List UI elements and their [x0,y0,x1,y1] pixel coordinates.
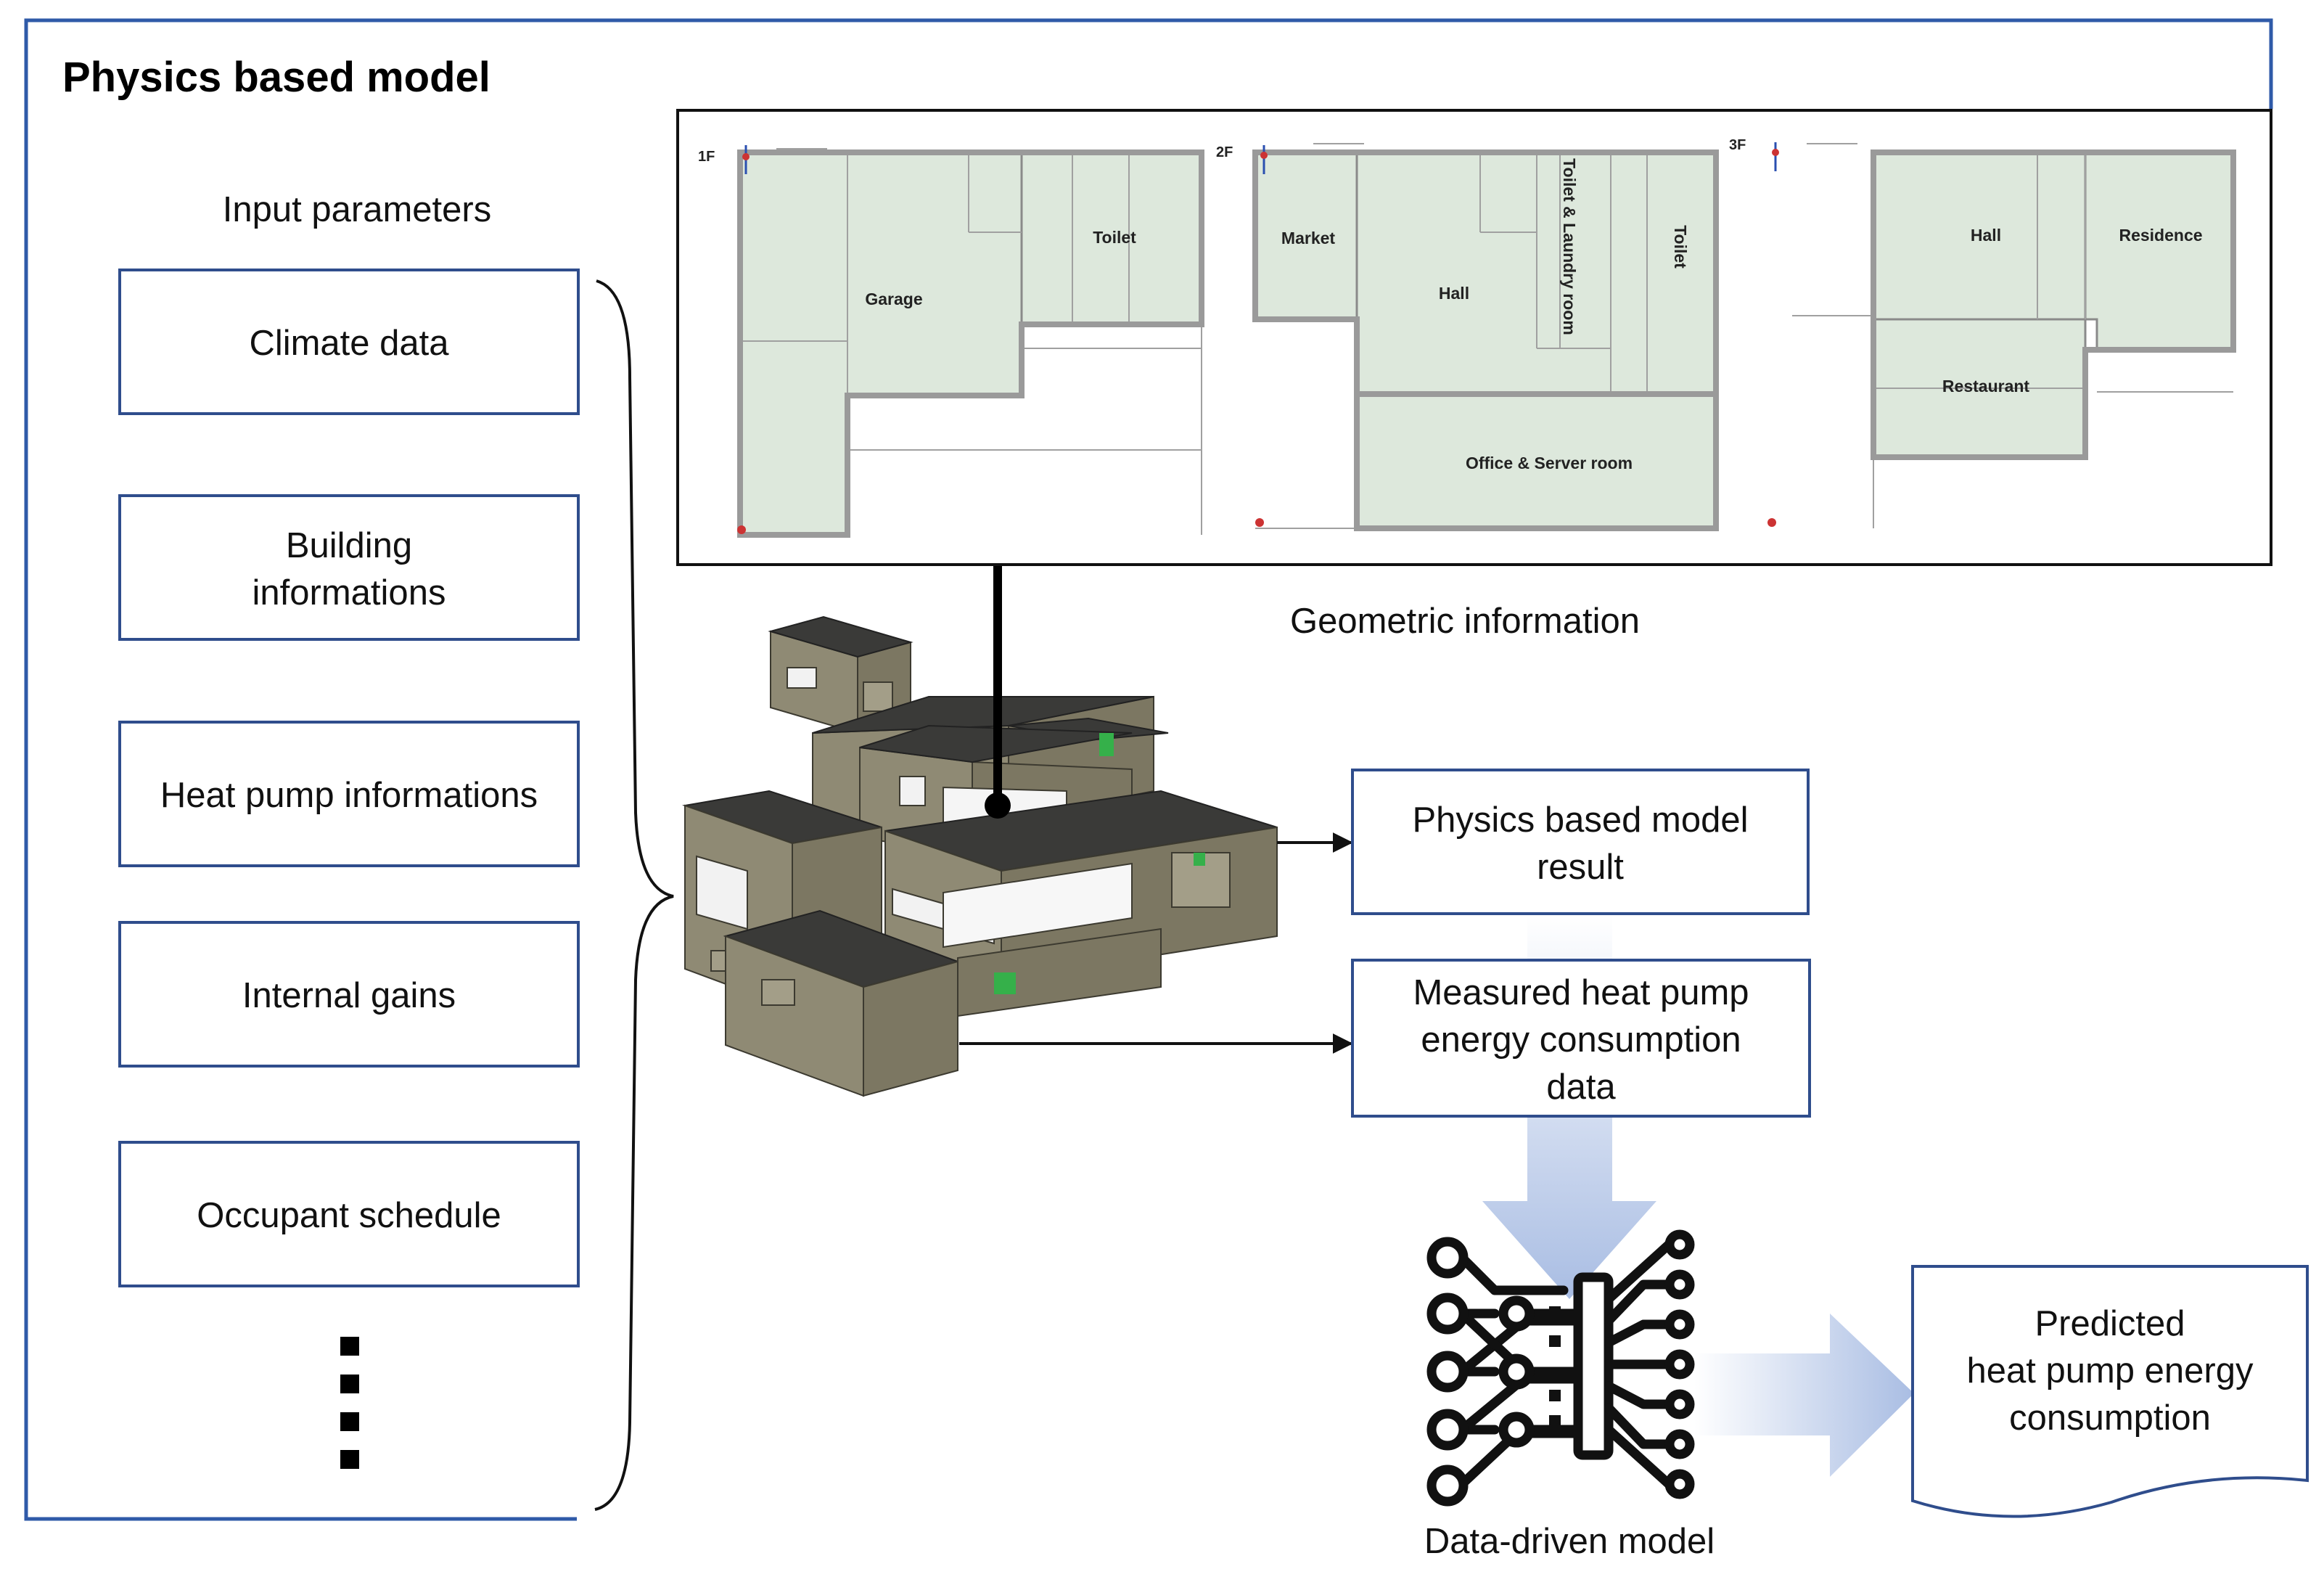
data-driven-model-label: Data-driven model [1424,1522,1715,1561]
input-label-building-1: Building [286,526,412,565]
input-label-internal-gains: Internal gains [242,976,456,1015]
room-market: Market [1281,229,1335,247]
neural-network-icon [1426,1229,1695,1507]
room-office-server: Office & Server room [1466,454,1633,472]
floor-label-2f: 2F [1216,144,1233,160]
measured-line-1: Measured heat pump [1413,973,1749,1012]
room-garage: Garage [865,290,922,308]
floor-plan-1f: 1F Garage Toilet [698,145,1204,538]
room-toilet-2f: Toilet [1671,225,1690,269]
room-residence: Residence [2119,226,2202,245]
measured-data-box: Measured heat pump energy consumption da… [1351,959,1811,1118]
physics-model-title: Physics based model [62,54,490,101]
input-box-occupant: Occupant schedule [118,1141,580,1287]
physics-result-line-1: Physics based model [1412,800,1748,840]
floor-label-3f: 3F [1729,137,1746,153]
input-label-heat-pump: Heat pump informations [160,776,538,815]
room-restaurant: Restaurant [1942,377,2029,396]
measured-line-3: data [1546,1068,1616,1107]
physics-result-line-2: result [1537,848,1624,887]
input-label-climate: Climate data [249,324,449,363]
input-brace [594,279,674,1511]
measured-line-2: energy consumption [1421,1020,1741,1060]
input-box-climate: Climate data [118,269,580,415]
right-gradient-arrow [1694,1314,1914,1477]
room-hall-3f: Hall [1971,226,2001,245]
floor-plan-3f: 3F Hall Residence Restaurant [1729,137,2236,528]
input-box-internal-gains: Internal gains [118,921,580,1068]
physics-result-box: Physics based model result [1351,769,1810,915]
input-label-building-2: informations [252,573,446,613]
floor-plan-2f: 2F Market Hall Toilet & Laundry room Toi… [1216,143,1719,531]
physics-model-frame [24,18,2273,1521]
building-3d-model [682,615,1278,1097]
room-toilet-1f: Toilet [1093,228,1136,247]
predicted-output-box: Predicted heat pump energy consumption [1911,1265,2309,1518]
predicted-line-2: heat pump energy [1967,1351,2254,1390]
geometric-information-label: Geometric information [1290,602,1640,641]
room-toilet-laundry: Toilet & Laundry room [1560,158,1579,335]
input-label-occupant: Occupant schedule [197,1196,501,1235]
input-box-heat-pump: Heat pump informations [118,721,580,867]
input-box-building: Building informations [118,494,580,641]
predicted-line-1: Predicted [2034,1304,2185,1343]
predicted-line-3: consumption [2009,1398,2211,1438]
floor-plan-panel: 1F Garage Toilet 2F [676,109,2272,566]
room-hall-2f: Hall [1439,284,1469,303]
more-inputs-ellipsis [340,1337,359,1469]
floor-label-1f: 1F [698,149,715,165]
geometry-connector-dot [985,792,1011,819]
input-parameters-label: Input parameters [223,190,491,229]
